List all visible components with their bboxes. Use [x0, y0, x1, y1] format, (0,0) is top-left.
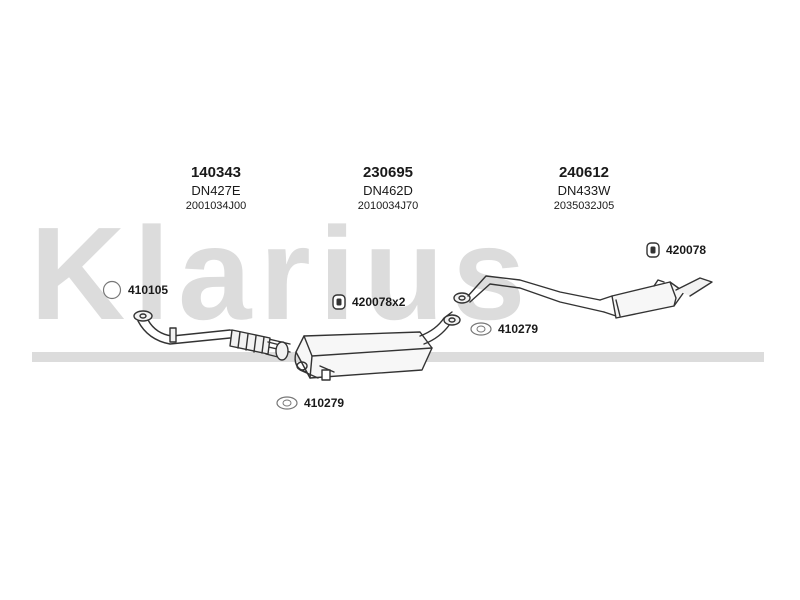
part-number: 230695: [362, 164, 414, 181]
accessory-item: 410279: [276, 396, 344, 410]
middle-silencer: [294, 311, 461, 381]
front-pipe: [133, 310, 291, 361]
part-code: DN433W: [557, 183, 611, 198]
accessory-label: 420078x2: [352, 295, 406, 309]
oval-gasket-icon: [470, 322, 492, 336]
rubber-mount-icon: [332, 294, 346, 310]
rubber-mount-icon: [646, 242, 660, 258]
accessory-item: 420078: [646, 242, 706, 258]
part-number: 140343: [190, 164, 242, 181]
accessory-label: 420078: [666, 243, 707, 257]
part-number: 240612: [558, 164, 610, 181]
part-label-front-pipe: 140343 DN427E 2001034J00: [136, 164, 296, 213]
round-gasket-icon: [102, 280, 122, 300]
accessory-item: 410279: [470, 322, 538, 336]
accessory-item: 420078x2: [332, 294, 405, 310]
accessory-label: 410279: [304, 396, 345, 410]
oval-gasket-icon: [276, 396, 298, 410]
accessory-item: 410105: [102, 280, 168, 300]
part-code: DN427E: [191, 183, 241, 198]
brand-watermark: Klarius: [30, 200, 534, 347]
part-code: DN462D: [363, 183, 413, 198]
part-reference: 2001034J00: [185, 200, 247, 212]
part-label-middle-silencer: 230695 DN462D 2010034J70: [308, 164, 468, 213]
part-reference: 2010034J70: [357, 200, 419, 212]
accessory-label: 410279: [498, 322, 539, 336]
part-label-rear-silencer: 240612 DN433W 2035032J05: [504, 164, 664, 213]
accessory-label: 410105: [128, 283, 169, 297]
part-reference: 2035032J05: [553, 200, 615, 212]
rear-silencer: [453, 275, 713, 319]
